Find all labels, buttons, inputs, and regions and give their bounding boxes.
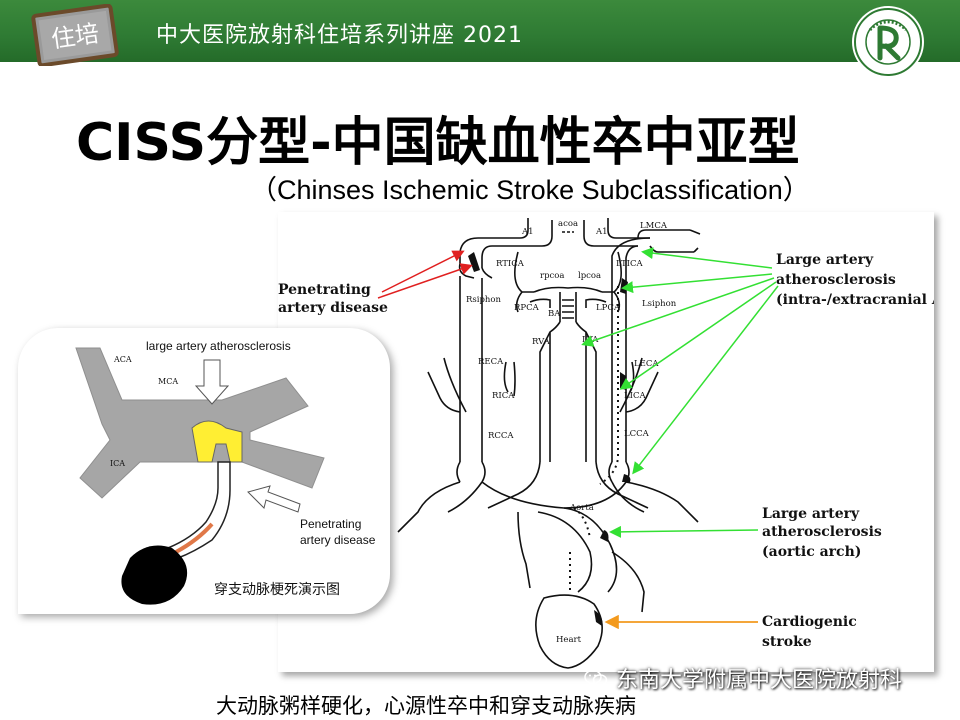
svg-text:穿支动脉梗死演示图: 穿支动脉梗死演示图 bbox=[214, 582, 340, 598]
svg-text:Aorta: Aorta bbox=[569, 503, 594, 513]
svg-text:Penetrating: Penetrating bbox=[300, 517, 361, 531]
watermark-text: 东南大学附属中大医院放射科 bbox=[616, 668, 903, 693]
svg-text:atherosclerosis: atherosclerosis bbox=[776, 272, 896, 288]
svg-text:large artery atherosclerosis: large artery atherosclerosis bbox=[146, 339, 291, 353]
page-title: CISS分型-中国缺血性卒中亚型 bbox=[76, 113, 800, 173]
svg-text:RTICA: RTICA bbox=[496, 259, 525, 269]
svg-text:LCCA: LCCA bbox=[624, 429, 650, 439]
svg-text:atherosclerosis: atherosclerosis bbox=[762, 524, 882, 540]
zhupei-logo-icon: 住培 bbox=[31, 4, 119, 66]
svg-text:RPCA: RPCA bbox=[514, 303, 540, 313]
svg-text:Rsiphon: Rsiphon bbox=[466, 295, 502, 305]
large-artery-arrows bbox=[581, 247, 779, 475]
inset-svg: large artery atherosclerosis ACA MCA ICA… bbox=[75, 339, 376, 605]
svg-text:住培: 住培 bbox=[49, 19, 100, 53]
svg-text:LICA: LICA bbox=[624, 391, 647, 401]
svg-text:LMCA: LMCA bbox=[640, 221, 668, 231]
svg-text:RVA: RVA bbox=[532, 337, 551, 347]
aortic-arch-arrow bbox=[609, 525, 759, 538]
svg-text:Large artery: Large artery bbox=[776, 252, 874, 268]
svg-text:RCCA: RCCA bbox=[488, 431, 514, 441]
wechat-watermark: 东南大学附属中大医院放射科 bbox=[584, 662, 902, 694]
svg-text:LTICA: LTICA bbox=[616, 259, 643, 269]
svg-text:Lsiphon: Lsiphon bbox=[642, 299, 677, 309]
svg-text:Large artery: Large artery bbox=[762, 506, 860, 522]
svg-text:Cardiogenic: Cardiogenic bbox=[762, 614, 857, 630]
svg-text:stroke: stroke bbox=[762, 634, 812, 650]
svg-text:RECA: RECA bbox=[478, 357, 504, 367]
svg-text:(intra-/extracranial A): (intra-/extracranial A) bbox=[776, 292, 934, 308]
penetrating-infarct-inset: large artery atherosclerosis ACA MCA ICA… bbox=[18, 328, 390, 614]
svg-text:artery disease: artery disease bbox=[278, 300, 388, 316]
svg-text:(aortic arch): (aortic arch) bbox=[762, 544, 861, 560]
svg-text:ACA: ACA bbox=[113, 355, 132, 364]
svg-text:A1: A1 bbox=[595, 227, 608, 237]
slide-caption: 大动脉粥样硬化，心源性卒中和穿支动脉疾病 bbox=[216, 694, 636, 718]
svg-text:A1: A1 bbox=[521, 227, 534, 237]
svg-text:RICA: RICA bbox=[492, 391, 515, 401]
header-banner: 住培 中大医院放射科住培系列讲座 2021 bbox=[0, 0, 960, 78]
svg-text:ICA: ICA bbox=[110, 459, 125, 468]
wechat-icon bbox=[584, 669, 608, 686]
svg-text:LECA: LECA bbox=[634, 359, 659, 369]
svg-text:rpcoa: rpcoa bbox=[540, 271, 564, 281]
svg-text:BA: BA bbox=[548, 309, 561, 319]
penetrating-arrows bbox=[377, 250, 473, 299]
svg-text:LPCA: LPCA bbox=[596, 303, 621, 313]
svg-text:Heart: Heart bbox=[556, 635, 582, 645]
hospital-seal-icon bbox=[852, 6, 924, 78]
arterial-tree-svg: acoa A1 A1 LMCA RTICA rpcoa lpcoa LTICA … bbox=[278, 218, 949, 669]
banner-title: 中大医院放射科住培系列讲座 2021 bbox=[156, 23, 523, 48]
svg-text:acoa: acoa bbox=[558, 219, 578, 229]
page-subtitle: （Chinses Ischemic Stroke Subclassificati… bbox=[250, 175, 810, 205]
svg-text:MCA: MCA bbox=[158, 377, 178, 386]
svg-text:artery disease: artery disease bbox=[300, 533, 376, 547]
svg-text:lpcoa: lpcoa bbox=[578, 271, 601, 281]
svg-text:Penetrating: Penetrating bbox=[278, 282, 371, 298]
